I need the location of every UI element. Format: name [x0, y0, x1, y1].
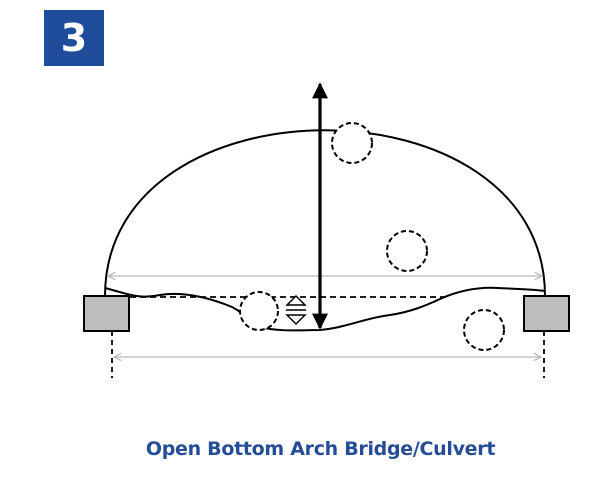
rock-circle	[239, 291, 279, 331]
arch-outline	[104, 129, 546, 297]
left-footing	[83, 295, 130, 332]
rock-circle	[463, 309, 505, 351]
figure-number-badge: 3	[44, 10, 104, 66]
streambed-line	[104, 286, 546, 332]
rock-circle	[331, 122, 373, 164]
figure-number: 3	[60, 16, 88, 60]
right-footing	[523, 295, 570, 332]
rock-circle	[386, 230, 428, 272]
depth-indicator-icon	[285, 294, 307, 326]
diagram-caption: Open Bottom Arch Bridge/Culvert	[145, 438, 496, 460]
